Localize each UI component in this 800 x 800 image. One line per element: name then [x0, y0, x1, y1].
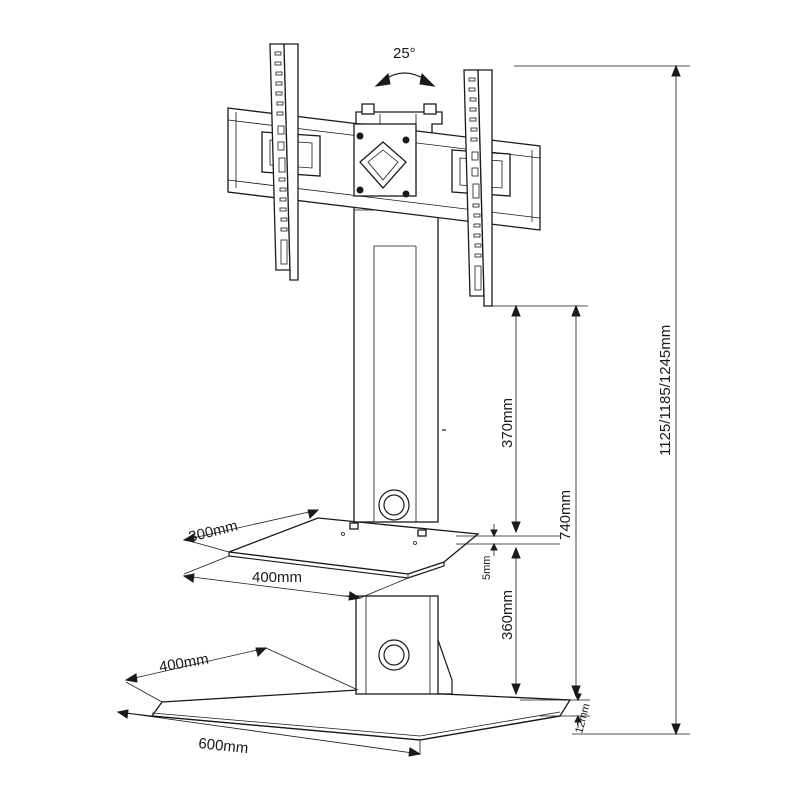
- shelf-depth-dimension: [182, 509, 320, 553]
- total-height-dimension: [514, 64, 690, 736]
- tilt-hub: [356, 132, 410, 198]
- glass-shelf: [228, 517, 480, 579]
- base-plate: [150, 689, 572, 741]
- tilt-angle-label: 25°: [393, 45, 416, 62]
- left-vesa-arm: [269, 43, 299, 281]
- total-height-label: 1125/1185/1245mm: [657, 325, 674, 456]
- lower-gap-label: 360mm: [499, 590, 516, 640]
- right-arm-slots: [468, 77, 482, 291]
- shelf-width-dimension: [182, 555, 409, 601]
- upper-gap-dimension: [456, 304, 560, 545]
- glass-thickness-dimension: [490, 524, 498, 556]
- lower-gap-dimension: [511, 546, 521, 696]
- base-depth-label: 400mm: [158, 651, 210, 676]
- shelf-height-label: 740mm: [557, 490, 574, 540]
- left-arm-slots: [274, 51, 288, 265]
- shelf-width-label: 400mm: [252, 569, 302, 586]
- base-width-dimension: [116, 709, 422, 757]
- column-upper: [353, 199, 446, 523]
- shelf-depth-label: 300mm: [187, 517, 240, 546]
- base-width-label: 600mm: [198, 735, 250, 757]
- cable-hole-lower: [378, 639, 410, 671]
- base-depth-dimension: [124, 647, 359, 703]
- cable-hole-upper: [378, 489, 410, 521]
- tilt-arrow: [374, 72, 436, 87]
- glass-thickness-label: 5mm: [481, 556, 493, 580]
- base-thickness-dimension: [520, 688, 590, 728]
- base-thickness-label: 12mm: [573, 702, 593, 735]
- upper-gap-label: 370mm: [499, 398, 516, 448]
- right-vesa-arm: [463, 69, 493, 307]
